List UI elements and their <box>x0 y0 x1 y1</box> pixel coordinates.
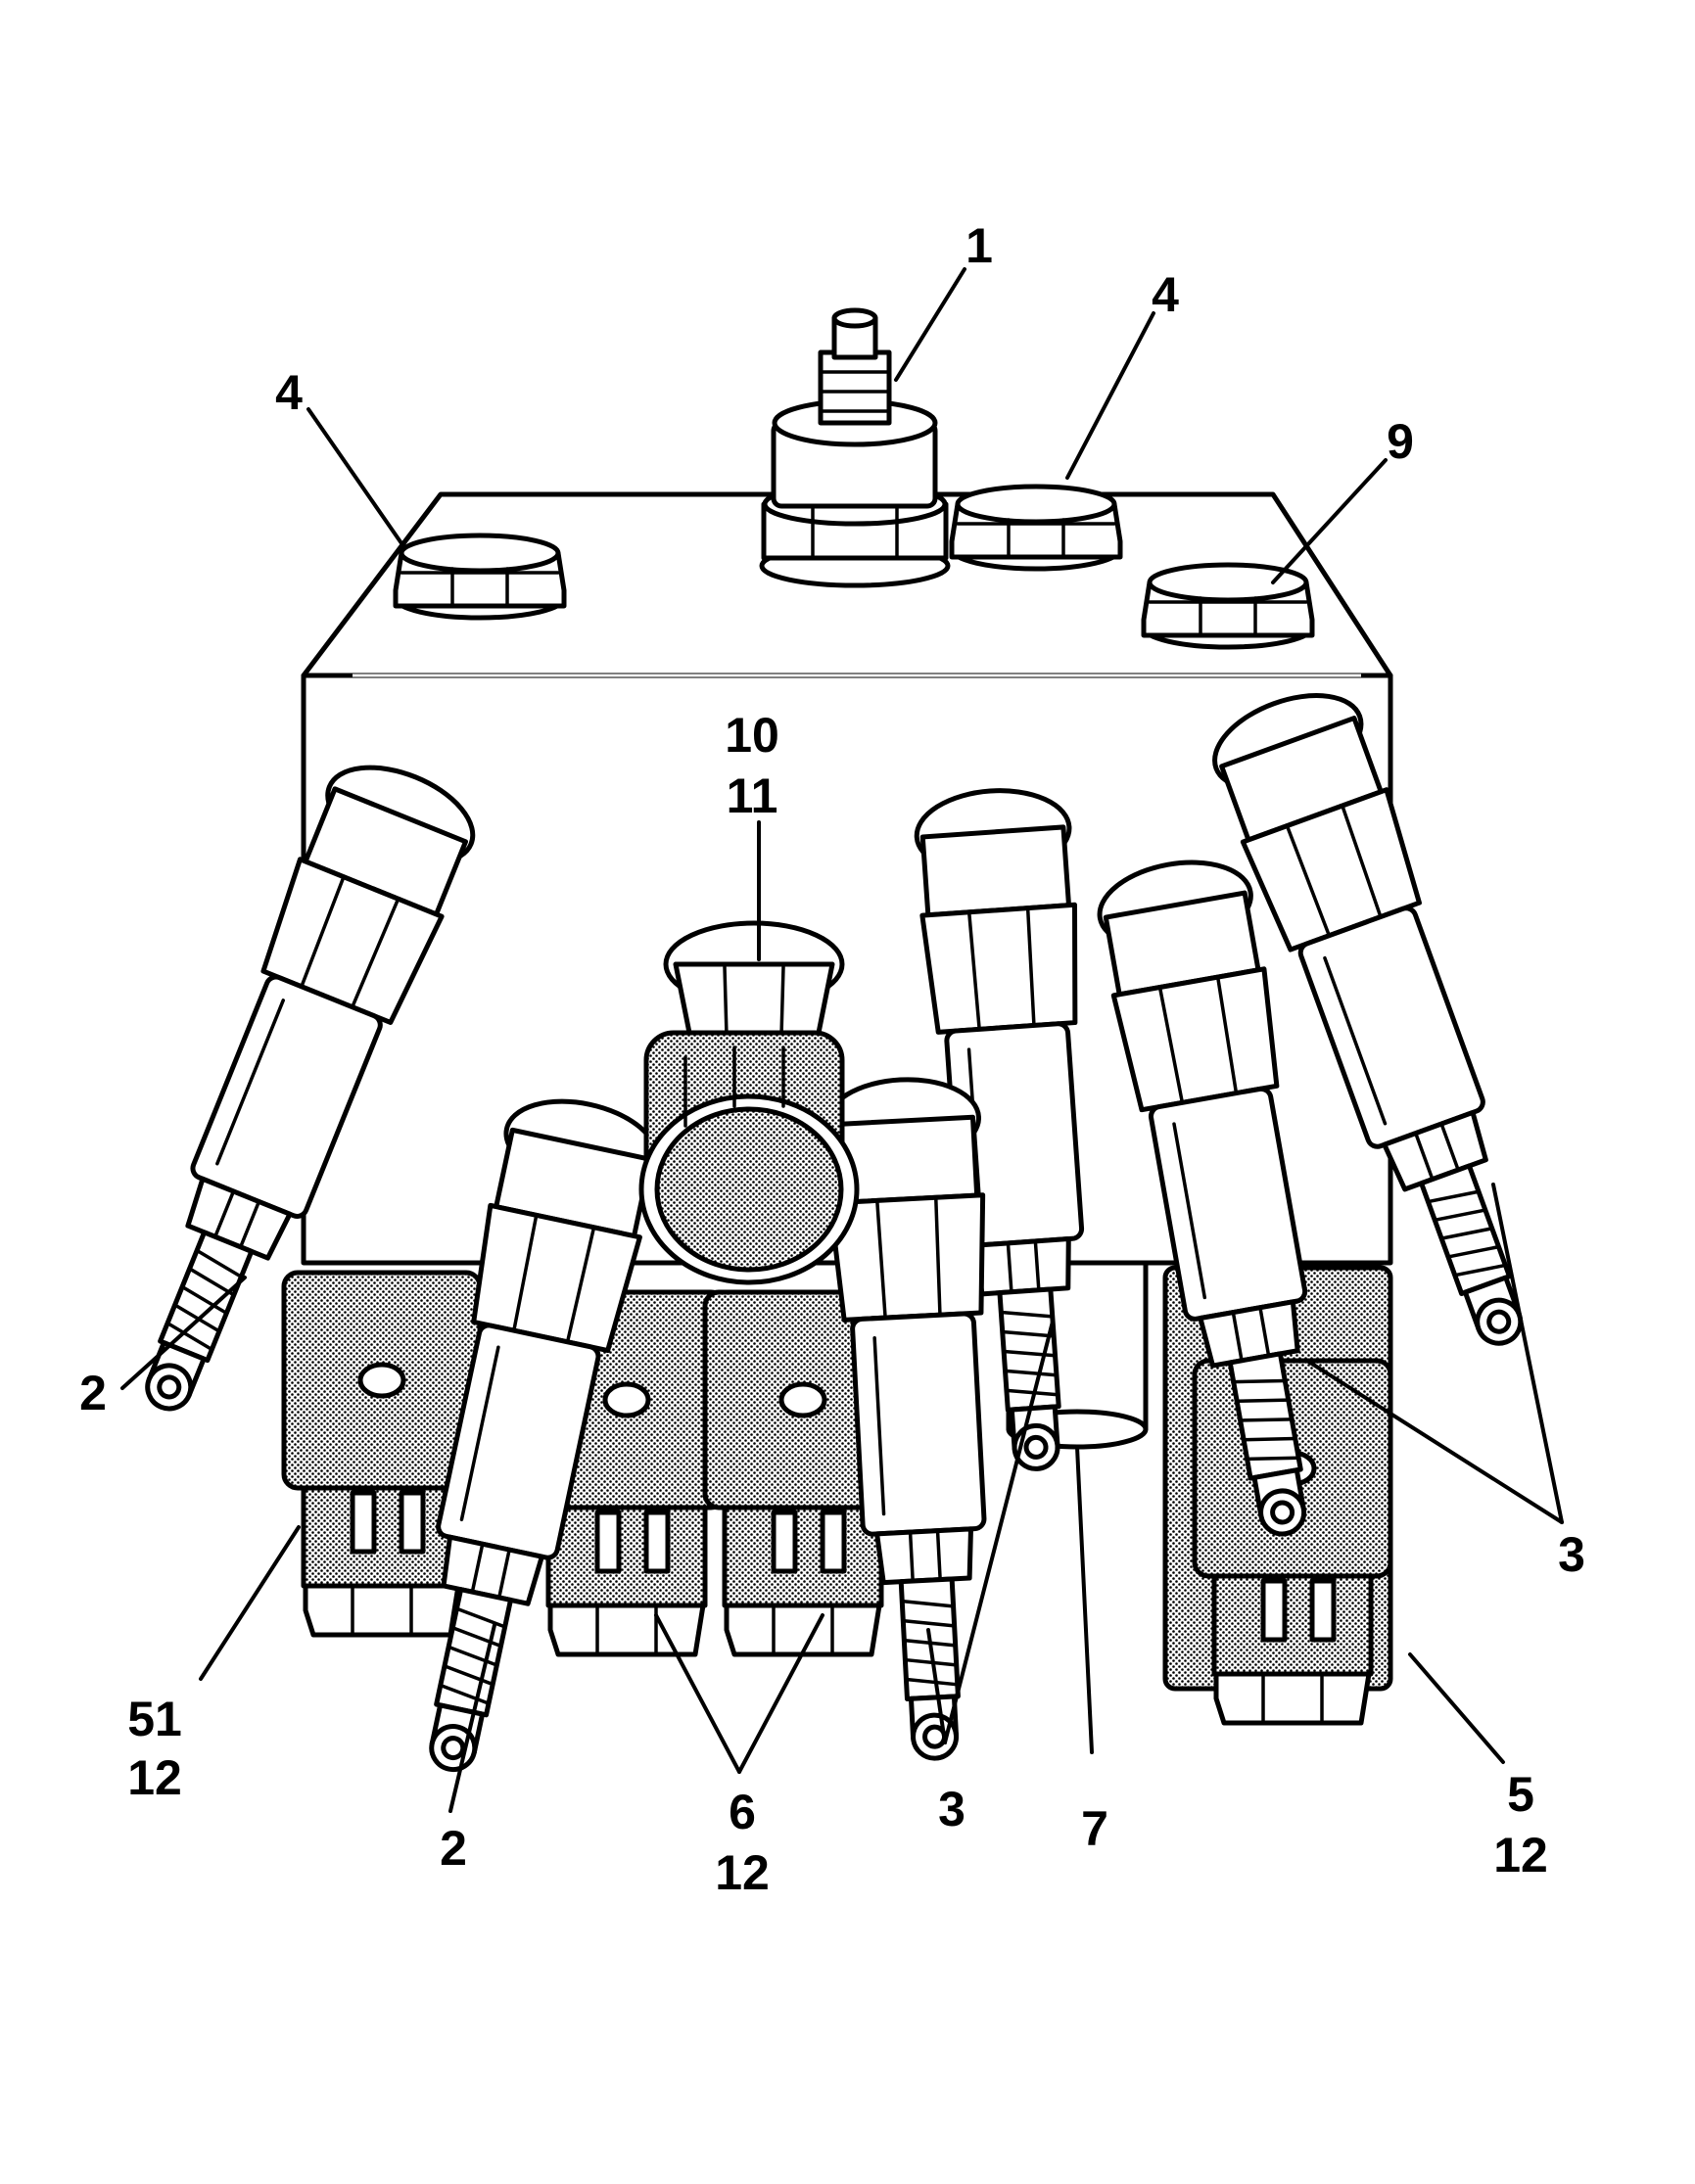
cartridge-10-11 <box>638 920 860 1285</box>
callout-5: 5 <box>1507 1767 1534 1822</box>
callout-1: 1 <box>965 218 993 273</box>
callout-10: 10 <box>725 708 779 763</box>
callout-9: 9 <box>1387 414 1414 469</box>
callout-51: 51 <box>127 1692 182 1746</box>
callout-12-b: 12 <box>715 1845 770 1900</box>
callout-labels: 1 4 4 9 10 11 2 3 51 12 2 6 12 3 7 5 12 <box>79 218 1585 1900</box>
callout-7: 7 <box>1081 1801 1108 1856</box>
callout-3-right: 3 <box>1558 1527 1585 1582</box>
callout-6: 6 <box>729 1785 756 1839</box>
plug-9 <box>1144 565 1312 647</box>
plug-4-right <box>952 487 1120 569</box>
leader-lines <box>120 267 1564 1813</box>
plug-4-left <box>396 535 564 618</box>
callout-2-bottom: 2 <box>440 1821 467 1876</box>
callout-4-left: 4 <box>275 365 303 420</box>
callout-3-bottom: 3 <box>938 1782 965 1836</box>
callout-12-a: 12 <box>127 1750 182 1805</box>
callout-11: 11 <box>727 768 778 823</box>
callout-12-c: 12 <box>1493 1828 1548 1882</box>
callout-4-right: 4 <box>1152 267 1179 322</box>
fitting-1 <box>759 307 951 588</box>
callout-2-left: 2 <box>79 1366 107 1420</box>
